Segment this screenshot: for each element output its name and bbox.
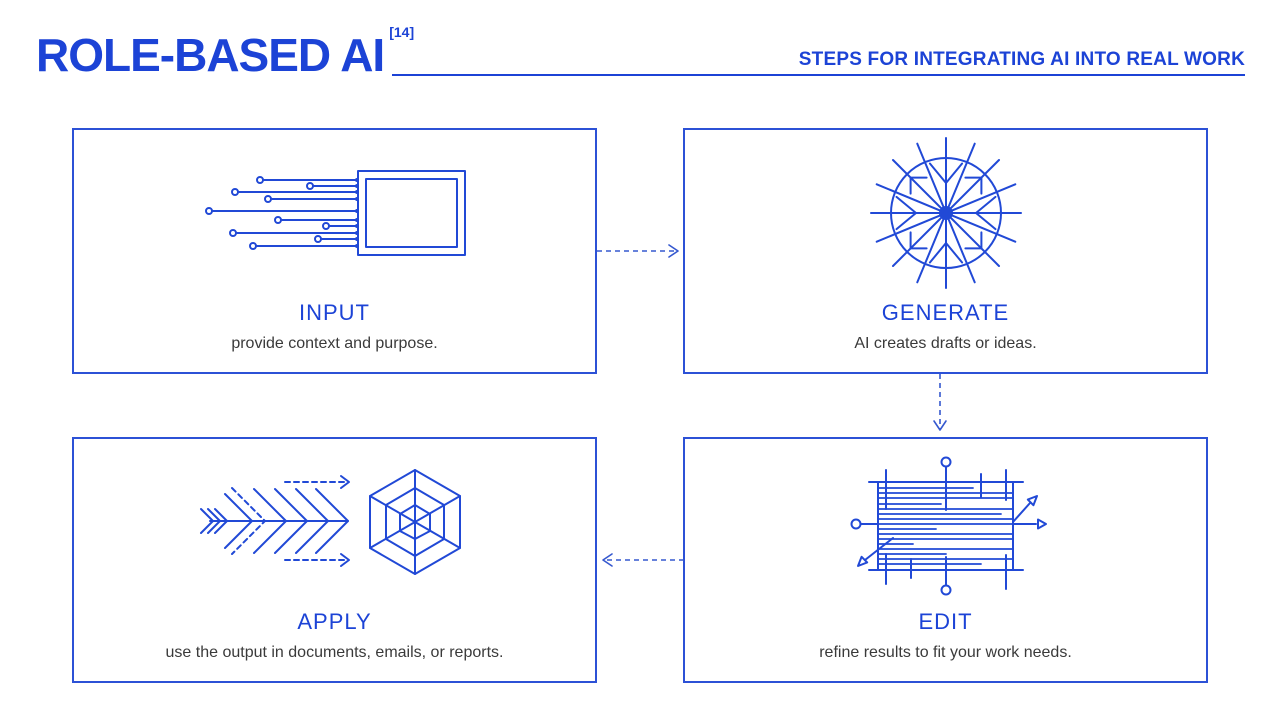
edit-icon-area: [841, 439, 1051, 604]
page-title: ROLE-BASED AI[14]: [36, 24, 414, 82]
step-card-generate: GENERATE AI creates drafts or ideas.: [683, 128, 1208, 374]
step-description-input: provide context and purpose.: [231, 335, 438, 352]
feather-arrow: [199, 486, 349, 555]
step-label-edit: EDIT: [918, 609, 973, 634]
dashed-forward-arrows: [283, 474, 350, 567]
connector-edit-to-apply: [602, 553, 684, 567]
radial-burst-icon: [869, 136, 1022, 289]
header-rule: [392, 74, 1245, 76]
header-tagline: STEPS FOR INTEGRATING AI INTO REAL WORK: [798, 49, 1245, 70]
step-card-input: INPUT provide context and purpose.: [72, 128, 597, 374]
tick-marks: [884, 468, 1007, 590]
step-card-edit: EDIT refine results to fit your work nee…: [683, 437, 1208, 683]
step-label-generate: GENERATE: [881, 300, 1010, 325]
step-card-apply: APPLY use the output in documents, email…: [72, 437, 597, 683]
title-superscript: [14]: [389, 23, 415, 40]
outward-arrows: [856, 494, 1047, 567]
step-description-apply: use the output in documents, emails, or …: [165, 644, 504, 661]
annotated-text-block-icon: [850, 456, 1047, 595]
arrow-down-head: [933, 420, 947, 431]
arrow-right-head: [668, 244, 679, 258]
node-stems: [850, 456, 951, 595]
step-label-apply: APPLY: [297, 609, 372, 634]
input-icon-area: [195, 130, 475, 295]
arrow-left-head: [602, 553, 613, 567]
feather-arrow-hexagon-web-icon: [199, 468, 461, 575]
step-label-input: INPUT: [299, 300, 370, 325]
generate-icon-area: [866, 130, 1026, 295]
step-description-generate: AI creates drafts or ideas.: [854, 335, 1037, 352]
connector-input-to-generate: [597, 244, 679, 258]
apply-icon-area: [195, 439, 475, 604]
step-description-edit: refine results to fit your work needs.: [819, 644, 1072, 661]
data-stream-into-screen-icon: [204, 169, 466, 256]
page-title-text: ROLE-BASED AI: [36, 29, 385, 81]
hexagon-web: [368, 468, 461, 575]
connector-generate-to-edit: [933, 374, 947, 431]
